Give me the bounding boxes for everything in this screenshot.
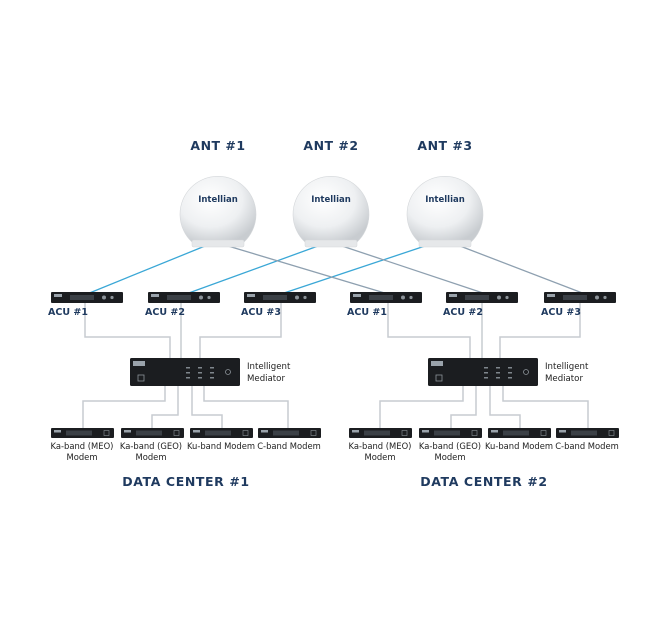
acu-label: ACU #1 xyxy=(347,307,387,318)
mediator-device-icon xyxy=(130,358,240,386)
dc2-wiring xyxy=(379,302,589,430)
radome-base xyxy=(418,239,472,248)
radome-icon xyxy=(179,175,257,243)
dc1-modems: Ka-band (MEO) Modem Ka-band (GEO) Modem … xyxy=(51,428,321,462)
acu-label: ACU #3 xyxy=(241,307,281,318)
modem-ka-geo: Ka-band (GEO) Modem xyxy=(120,428,184,462)
modem-ku: Ku-band Modem xyxy=(187,428,255,451)
modem-label-line2: Modem xyxy=(136,452,167,462)
radome-base xyxy=(304,239,358,248)
antenna-title: ANT #2 xyxy=(303,138,358,153)
modem-label-line1: Ka-band (MEO) xyxy=(51,441,114,451)
modem-ka-meo: Ka-band (MEO) Modem xyxy=(349,428,412,462)
acu-label: ACU #2 xyxy=(145,307,185,318)
dc1-wiring xyxy=(82,302,289,430)
modem-label-line1: Ka-band (GEO) xyxy=(120,441,182,451)
modem-label-line1: Ku-band Modem xyxy=(187,441,255,451)
mediator-label-line2: Mediator xyxy=(545,374,583,384)
modem-label-line1: C-band Modem xyxy=(555,441,619,451)
radome-brand: Intellian xyxy=(311,195,351,205)
acu-label: ACU #1 xyxy=(48,307,88,318)
modem-c: C-band Modem xyxy=(555,428,619,451)
modem-label-line1: C-band Modem xyxy=(257,441,321,451)
link-ant2-dc1-acu2 xyxy=(185,245,319,295)
antenna-3: ANT #3 Intellian xyxy=(406,138,484,248)
link-ant2-dc2-acu2 xyxy=(341,245,487,295)
radome-brand: Intellian xyxy=(425,195,465,205)
antenna-links xyxy=(86,245,586,295)
acu-unit-1: ACU #1 xyxy=(347,292,422,318)
radome-icon xyxy=(406,175,484,243)
radome-icon xyxy=(292,175,370,243)
modem-ka-meo: Ka-band (MEO) Modem xyxy=(51,428,114,462)
modem-label-line2: Modem xyxy=(365,452,396,462)
acu-unit-2: ACU #2 xyxy=(145,292,220,318)
antenna-1: ANT #1 Intellian xyxy=(179,138,257,248)
radome-base xyxy=(191,239,245,248)
acu-label: ACU #3 xyxy=(541,307,581,318)
dc2-modems: Ka-band (MEO) Modem Ka-band (GEO) Modem … xyxy=(349,428,619,462)
link-ant3-dc1-acu3 xyxy=(280,245,426,295)
radome-brand: Intellian xyxy=(198,195,238,205)
mediator-label-line1: Intelligent xyxy=(247,362,291,372)
modem-ka-geo: Ka-band (GEO) Modem xyxy=(419,428,482,462)
antenna-2: ANT #2 Intellian xyxy=(292,138,370,248)
link-ant1-dc2-acu1 xyxy=(227,245,389,295)
data-center-2-title: DATA CENTER #2 xyxy=(420,474,547,489)
antenna-title: ANT #1 xyxy=(190,138,245,153)
acu-unit-3: ACU #3 xyxy=(241,292,316,318)
modem-label-line1: Ka-band (MEO) xyxy=(349,441,412,451)
acu-unit-1: ACU #1 xyxy=(48,292,123,318)
antenna-title: ANT #3 xyxy=(417,138,472,153)
modem-ku: Ku-band Modem xyxy=(485,428,553,451)
dc1-acus: ACU #1 ACU #2 ACU #3 xyxy=(48,292,316,318)
modem-label-line1: Ku-band Modem xyxy=(485,441,553,451)
acu-unit-3: ACU #3 xyxy=(541,292,616,318)
mediator-device-icon xyxy=(428,358,538,386)
dc1-mediator: Intelligent Mediator xyxy=(130,358,291,386)
modem-label-line1: Ka-band (GEO) xyxy=(419,441,481,451)
dc2-mediator: Intelligent Mediator xyxy=(428,358,589,386)
link-ant3-dc2-acu3 xyxy=(459,245,586,295)
dc2-acus: ACU #1 ACU #2 ACU #3 xyxy=(347,292,616,318)
modem-c: C-band Modem xyxy=(257,428,321,451)
acu-label: ACU #2 xyxy=(443,307,483,318)
modem-label-line2: Modem xyxy=(67,452,98,462)
mediator-label-line1: Intelligent xyxy=(545,362,589,372)
acu-unit-2: ACU #2 xyxy=(443,292,518,318)
data-center-1-title: DATA CENTER #1 xyxy=(122,474,249,489)
mediator-label-line2: Mediator xyxy=(247,374,285,384)
link-ant1-dc1-acu1 xyxy=(86,245,206,295)
modem-label-line2: Modem xyxy=(435,452,466,462)
